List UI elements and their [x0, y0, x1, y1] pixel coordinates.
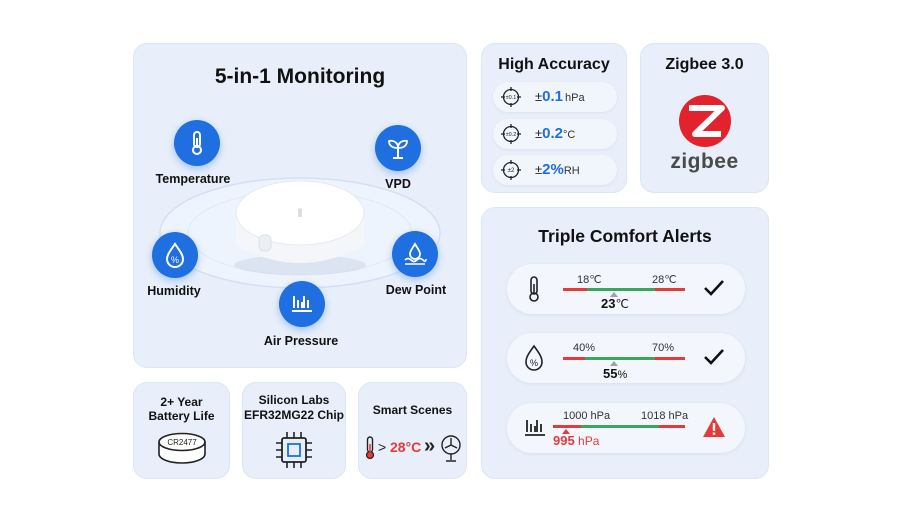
fan-icon	[441, 435, 461, 462]
svg-text:±2: ±2	[508, 168, 515, 174]
dew-point-icon	[392, 231, 438, 277]
alert-current-value: 55%	[603, 366, 628, 381]
range-bar	[553, 425, 685, 428]
alert-high-threshold: 70%	[652, 342, 675, 354]
accuracy-prefix: ±	[535, 126, 543, 141]
target-icon: ±0.1	[501, 87, 521, 107]
alert-high-threshold: 28℃	[652, 274, 677, 286]
svg-text:%: %	[530, 358, 538, 368]
battery-title-line1: 2+ Year	[160, 395, 203, 409]
sensor-device-image: ǁ	[159, 177, 441, 289]
alerts-title: Triple Comfort Alerts	[538, 226, 712, 246]
scenes-arrows: »	[424, 435, 436, 457]
zigbee-card: Zigbee 3.0 zigbee	[640, 43, 769, 193]
chip-icon	[276, 432, 312, 468]
svg-text:%: %	[171, 255, 179, 265]
alert-row-temperature: 18℃ 28℃ 23℃	[507, 264, 745, 314]
chip-title-line1: Silicon Labs	[258, 393, 330, 407]
humidity-drop-icon: %	[152, 232, 198, 278]
warning-icon	[703, 417, 725, 437]
air-pressure-icon	[279, 281, 325, 327]
humidity-label: Humidity	[147, 284, 201, 298]
alert-current-value: 23℃	[601, 296, 629, 311]
range-bar	[563, 288, 685, 291]
svg-text:ǁ: ǁ	[298, 206, 303, 220]
accuracy-value: 2%	[542, 161, 564, 178]
scenes-card: Smart Scenes > 28°C »	[358, 382, 467, 479]
alert-low-threshold: 40%	[573, 342, 596, 354]
target-icon: ±2	[501, 160, 521, 180]
humidity-drop-icon: %	[525, 344, 543, 371]
zigbee-logo-text: zigbee	[670, 150, 739, 173]
accuracy-value: 0.1	[542, 88, 563, 105]
air-pressure-icon	[525, 420, 545, 436]
dew-point-label: Dew Point	[385, 283, 447, 297]
accuracy-unit: RH	[563, 165, 580, 177]
plant-icon	[375, 125, 421, 171]
battery-card: 2+ Year Battery Life CR2477	[133, 382, 230, 479]
checkmark-icon	[704, 280, 724, 296]
thermometer-icon	[365, 436, 375, 460]
thermometer-icon	[174, 120, 220, 166]
scenes-temperature: 28°C	[390, 439, 422, 455]
scenes-greater-than: >	[378, 439, 387, 455]
air-pressure-label: Air Pressure	[263, 334, 339, 348]
accuracy-unit: °C	[563, 129, 576, 141]
accuracy-humidity-row: ±2 ±2%RH	[493, 155, 617, 185]
alert-high-threshold: 1018 hPa	[641, 410, 689, 422]
alert-low-threshold: 1000 hPa	[563, 410, 611, 422]
alerts-card: Triple Comfort Alerts 18℃ 28℃ 23℃ % 40% …	[481, 207, 769, 479]
accuracy-value: 0.2	[542, 125, 563, 142]
accuracy-prefix: ±	[535, 162, 543, 177]
monitoring-title: 5-in-1 Monitoring	[214, 65, 386, 88]
range-bar	[563, 357, 685, 360]
chip-title-line2: EFR32MG22 Chip	[243, 408, 345, 422]
chip-card: Silicon Labs EFR32MG22 Chip	[242, 382, 346, 479]
target-icon: ±0.2	[501, 124, 521, 144]
battery-title-line2: Battery Life	[148, 409, 215, 423]
current-marker	[610, 292, 618, 297]
scenes-title: Smart Scenes	[372, 403, 453, 417]
thermometer-icon	[529, 276, 539, 302]
current-marker	[562, 429, 570, 434]
zigbee-title: Zigbee 3.0	[665, 56, 744, 73]
alert-row-pressure: 1000 hPa 1018 hPa 995 hPa	[507, 403, 745, 453]
current-marker	[610, 361, 618, 366]
svg-text:CR2477: CR2477	[167, 438, 197, 447]
coin-battery-icon: CR2477	[158, 432, 206, 464]
alert-low-threshold: 18℃	[577, 274, 602, 286]
zigbee-logo-icon	[679, 95, 731, 147]
accuracy-temperature-row: ±0.2 ±0.2°C	[493, 119, 617, 149]
accuracy-title: High Accuracy	[498, 56, 610, 73]
svg-text:±0.2: ±0.2	[506, 132, 517, 138]
vpd-label: VPD	[385, 177, 411, 191]
alert-row-humidity: % 40% 70% 55%	[507, 333, 745, 383]
monitoring-card: 5-in-1 Monitoring ǁ Temperature VPD % Hu…	[133, 43, 467, 368]
alert-current-value: 995 hPa	[553, 433, 600, 448]
temperature-label: Temperature	[155, 172, 231, 186]
accuracy-prefix: ±	[535, 89, 543, 104]
accuracy-unit: hPa	[565, 92, 585, 104]
svg-text:±0.1: ±0.1	[506, 95, 517, 101]
checkmark-icon	[704, 349, 724, 365]
